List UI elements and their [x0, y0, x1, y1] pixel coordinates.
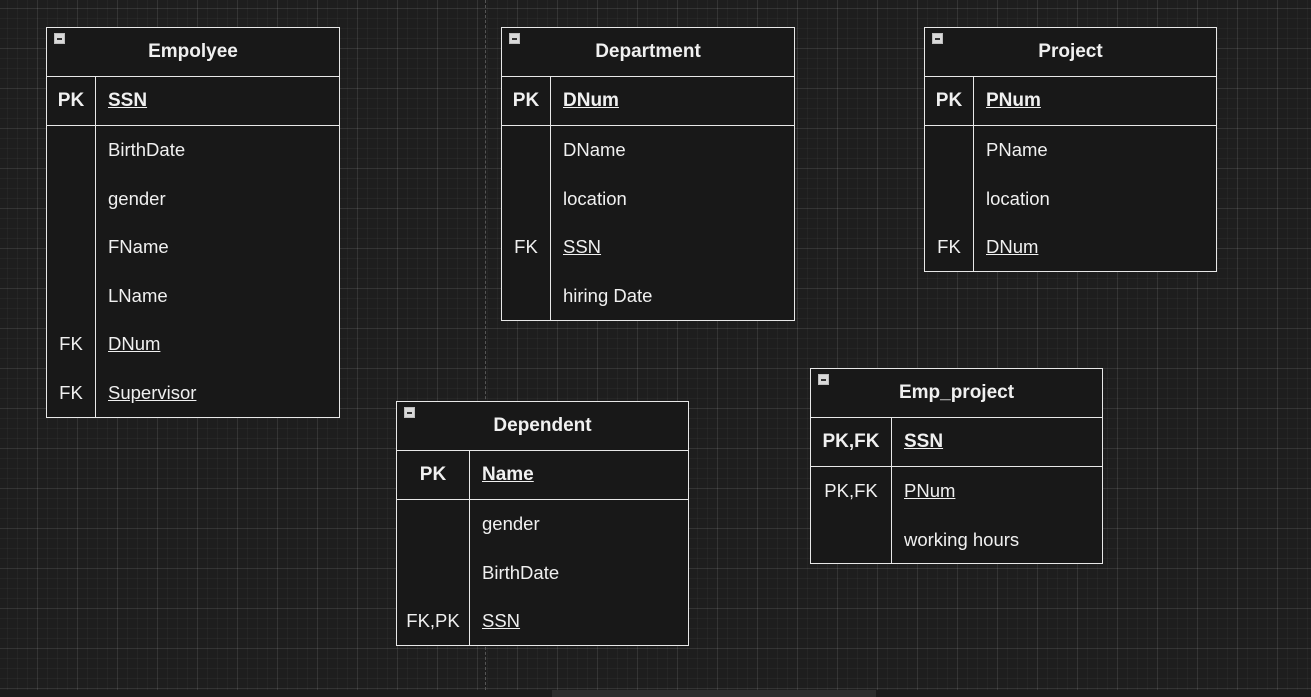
attribute-name: DNum — [108, 333, 161, 355]
attribute-row[interactable]: location — [925, 174, 1216, 223]
attribute-name: SSN — [904, 431, 944, 452]
attribute-name: LName — [108, 284, 168, 306]
attribute-row[interactable]: hiring Date — [502, 271, 794, 320]
key-label — [925, 174, 974, 223]
table-title: Department — [595, 41, 701, 62]
attribute-row[interactable]: working hours — [811, 515, 1102, 564]
table-title: Project — [1038, 41, 1103, 62]
attribute-row[interactable]: FK Supervisor — [47, 368, 339, 417]
key-label: PK,FK — [811, 467, 892, 516]
attribute-name: working hours — [904, 528, 1020, 550]
attribute-row[interactable]: DName — [502, 126, 794, 175]
attribute-row[interactable]: PK,FK PNum — [811, 467, 1102, 516]
attribute-name: DName — [563, 139, 626, 161]
table-employee[interactable]: Empolyee PK SSN BirthDate gender FName L… — [46, 27, 340, 418]
attribute-row[interactable]: gender — [47, 174, 339, 223]
key-label: FK — [47, 368, 96, 417]
collapse-minus-icon[interactable] — [404, 407, 415, 418]
attribute-name: hiring Date — [563, 284, 653, 306]
table-header[interactable]: Emp_project — [811, 369, 1102, 418]
table-emp-project[interactable]: Emp_project PK,FK SSN PK,FK PNum working… — [810, 368, 1103, 564]
table-dependent[interactable]: Dependent PK Name gender BirthDate FK,PK… — [396, 401, 689, 646]
table-header[interactable]: Department — [502, 28, 794, 77]
key-label — [397, 500, 470, 549]
attribute-row[interactable]: FK DNum — [925, 223, 1216, 272]
key-label: PK,FK — [811, 418, 892, 466]
key-label — [47, 126, 96, 175]
table-department[interactable]: Department PK DNum DName location FK SSN… — [501, 27, 795, 321]
attribute-name: SSN — [563, 236, 602, 258]
collapse-minus-icon[interactable] — [509, 33, 520, 44]
table-title: Empolyee — [148, 41, 238, 62]
primary-key-row[interactable]: PK,FK SSN — [811, 418, 1102, 467]
attribute-row[interactable]: BirthDate — [397, 548, 688, 597]
attribute-name: PNum — [986, 90, 1041, 111]
key-label: PK — [47, 77, 96, 125]
table-title: Dependent — [493, 415, 592, 436]
primary-key-row[interactable]: PK DNum — [502, 77, 794, 126]
primary-key-row[interactable]: PK PNum — [925, 77, 1216, 126]
key-label: PK — [397, 451, 470, 499]
table-project[interactable]: Project PK PNum PName location FK DNum — [924, 27, 1217, 272]
collapse-minus-icon[interactable] — [54, 33, 65, 44]
attribute-name: gender — [482, 513, 540, 535]
key-label: FK — [47, 320, 96, 369]
attribute-name: FName — [108, 236, 169, 258]
key-label — [502, 174, 551, 223]
key-label: FK — [925, 223, 974, 272]
key-label — [502, 271, 551, 320]
attribute-name: location — [986, 187, 1050, 209]
attribute-row[interactable]: FK,PK SSN — [397, 597, 688, 646]
table-header[interactable]: Dependent — [397, 402, 688, 451]
attribute-name: Name — [482, 464, 534, 485]
horizontal-scrollbar-thumb[interactable] — [552, 690, 876, 697]
attribute-name: Supervisor — [108, 381, 197, 403]
key-label: PK — [502, 77, 551, 125]
key-label — [397, 548, 470, 597]
attribute-name: PNum — [904, 480, 956, 502]
key-label — [502, 126, 551, 175]
attribute-name: SSN — [482, 610, 521, 632]
attribute-row[interactable]: PName — [925, 126, 1216, 175]
attribute-name: BirthDate — [482, 561, 560, 583]
attribute-row[interactable]: FK DNum — [47, 320, 339, 369]
collapse-minus-icon[interactable] — [818, 374, 829, 385]
table-title: Emp_project — [898, 382, 1015, 403]
attribute-name: DNum — [563, 90, 619, 111]
attribute-name: SSN — [108, 90, 148, 111]
attribute-row[interactable]: FK SSN — [502, 223, 794, 272]
page-break-line — [485, 0, 486, 690]
key-label — [47, 174, 96, 223]
primary-key-row[interactable]: PK SSN — [47, 77, 339, 126]
attribute-row[interactable]: LName — [47, 271, 339, 320]
attribute-row[interactable]: BirthDate — [47, 126, 339, 175]
key-label — [47, 223, 96, 272]
collapse-minus-icon[interactable] — [932, 33, 943, 44]
attribute-name: location — [563, 187, 627, 209]
attribute-name: PName — [986, 139, 1048, 161]
attribute-row[interactable]: gender — [397, 500, 688, 549]
attribute-row[interactable]: location — [502, 174, 794, 223]
table-header[interactable]: Project — [925, 28, 1216, 77]
key-label: FK,PK — [397, 597, 470, 646]
key-label — [47, 271, 96, 320]
table-header[interactable]: Empolyee — [47, 28, 339, 77]
attribute-name: BirthDate — [108, 139, 186, 161]
attribute-name: DNum — [986, 236, 1039, 258]
attribute-row[interactable]: FName — [47, 223, 339, 272]
key-label: PK — [925, 77, 974, 125]
attribute-name: gender — [108, 187, 166, 209]
key-label: FK — [502, 223, 551, 272]
primary-key-row[interactable]: PK Name — [397, 451, 688, 500]
key-label — [811, 515, 892, 564]
key-label — [925, 126, 974, 175]
